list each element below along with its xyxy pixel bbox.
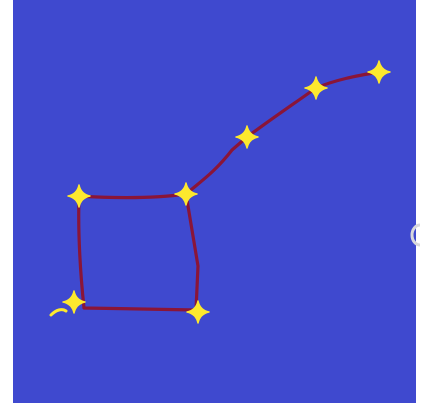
canvas-background — [13, 0, 416, 403]
right-margin — [416, 0, 421, 403]
